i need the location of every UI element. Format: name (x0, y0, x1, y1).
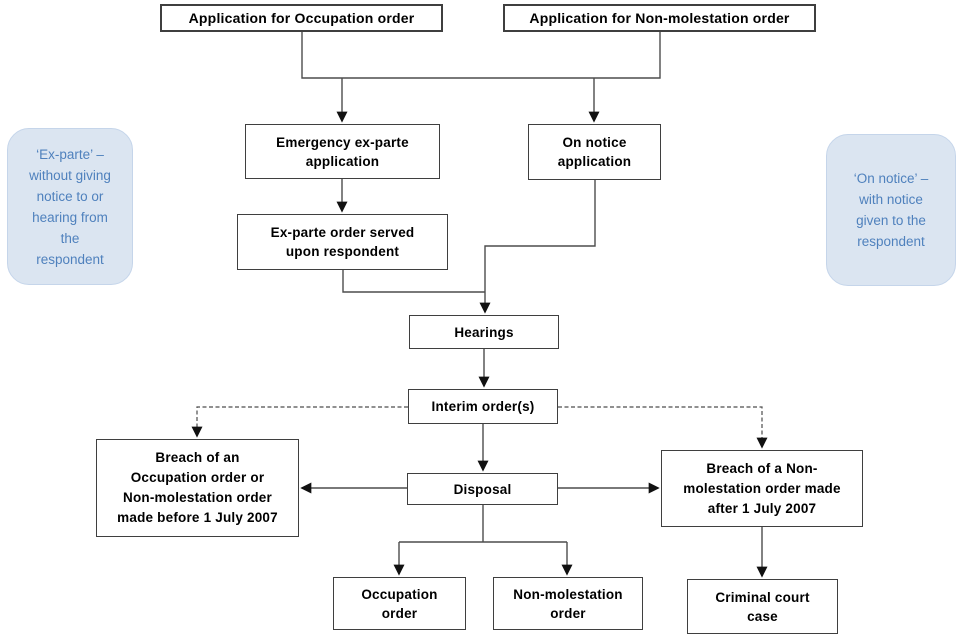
node-interim-orders: Interim order(s) (408, 389, 558, 424)
node-breach-before-july-2007: Breach of an Occupation order or Non-mol… (96, 439, 299, 537)
node-on-notice-application: On notice application (528, 124, 661, 180)
node-emergency-ex-parte-application: Emergency ex-parte application (245, 124, 440, 179)
node-application-non-molestation-order: Application for Non-molestation order (503, 4, 816, 32)
callout-ex-parte-definition: ‘Ex-parte’ – without giving notice to or… (7, 128, 133, 285)
node-non-molestation-order: Non-molestation order (493, 577, 643, 630)
node-ex-parte-order-served: Ex-parte order served upon respondent (237, 214, 448, 270)
node-occupation-order: Occupation order (333, 577, 466, 630)
connector-disposal-split-bar (399, 505, 567, 543)
dashed-arrow-interim-to-breach-before (191, 406, 408, 438)
node-hearings: Hearings (409, 315, 559, 349)
node-criminal-court-case: Criminal court case (687, 579, 838, 634)
connector-exparte-served-to-junction (342, 270, 485, 293)
callout-on-notice-definition: ‘On notice’ – with notice given to the r… (826, 134, 956, 286)
connector-applications-merge-bar (301, 32, 661, 79)
node-breach-after-july-2007: Breach of a Non- molestation order made … (661, 450, 863, 527)
node-disposal: Disposal (407, 473, 558, 505)
node-application-occupation-order: Application for Occupation order (160, 4, 443, 32)
dashed-arrow-interim-to-breach-after (558, 406, 768, 449)
arrow-on-notice-to-hearings (479, 180, 596, 314)
